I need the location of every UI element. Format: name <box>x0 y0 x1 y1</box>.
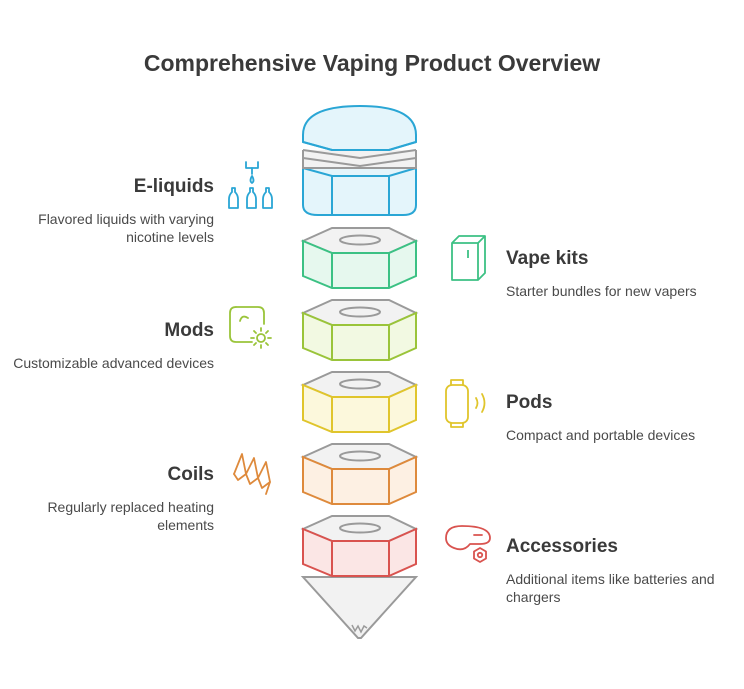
desc-mods: Customizable advanced devices <box>13 355 214 371</box>
page-title: Comprehensive Vaping Product Overview <box>143 50 601 76</box>
e-liquid-bottles-icon <box>228 161 273 209</box>
label-vape-kits: Vape kits <box>506 248 589 269</box>
desc-accessories: Additional items like batteries and char… <box>506 571 715 605</box>
stack-layer-e-liquids <box>302 104 417 216</box>
box-kit-icon <box>451 235 486 281</box>
label-accessories: Accessories <box>506 536 618 557</box>
stack-layer-pods <box>300 371 419 433</box>
stack-layer-mods <box>300 299 419 361</box>
label-e-liquids: E-liquids <box>133 176 214 197</box>
label-pods: Pods <box>506 392 553 413</box>
desc-coils: Regularly replaced heating elements <box>47 499 214 533</box>
label-coils: Coils <box>167 464 214 485</box>
label-mods: Mods <box>164 320 214 341</box>
device-gear-icon <box>229 306 272 349</box>
stack-layer-vape-kits <box>300 227 419 289</box>
desc-e-liquids: Flavored liquids with varying nicotine l… <box>38 211 214 245</box>
desc-pods: Compact and portable devices <box>506 427 696 443</box>
desc-vape-kits: Starter bundles for new vapers <box>506 283 697 299</box>
accessory-nut-icon <box>445 525 491 563</box>
stack-layer-coils <box>300 443 419 505</box>
coil-spring-icon <box>233 453 271 495</box>
pod-signal-icon <box>445 379 486 428</box>
stack-layer-accessories <box>300 515 419 639</box>
